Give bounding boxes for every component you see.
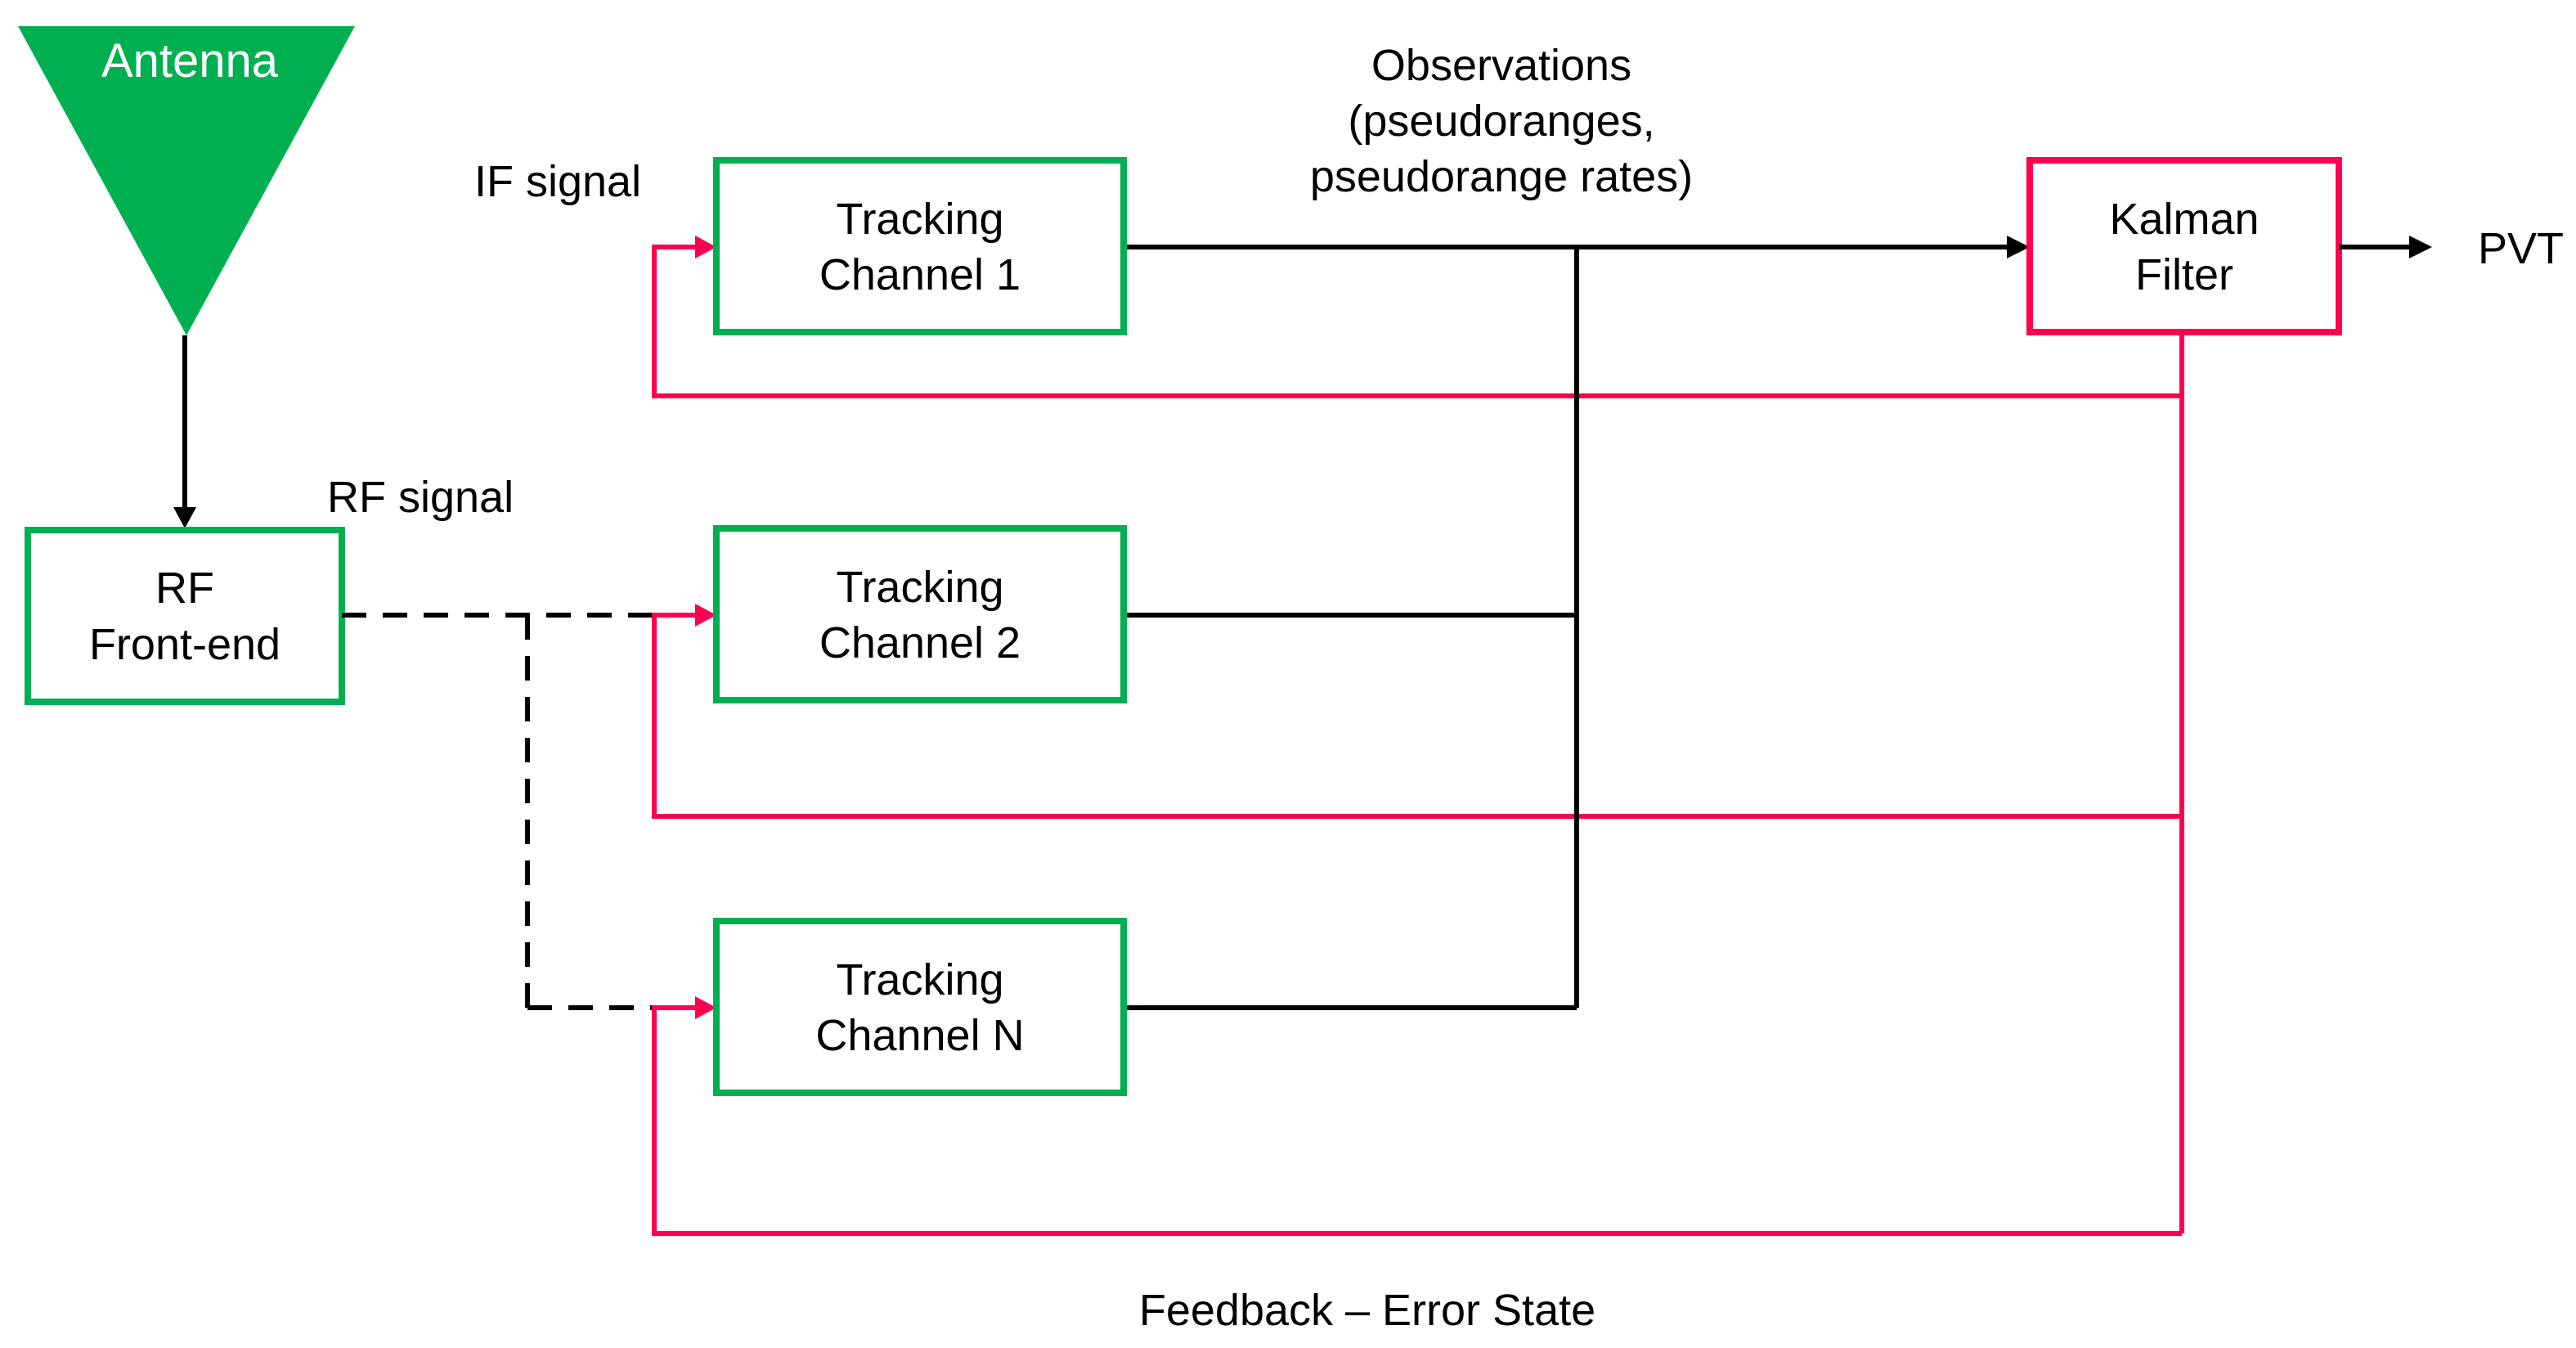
tracking-channel-n-line1: Tracking bbox=[836, 955, 1003, 1004]
if-signal-label: IF signal bbox=[474, 157, 641, 206]
feedback-label: Feedback – Error State bbox=[1139, 1286, 1595, 1335]
tracking-channel-1-line1: Tracking bbox=[836, 195, 1003, 244]
kalman-filter-line2: Filter bbox=[2135, 250, 2233, 299]
observations-arrowhead bbox=[2007, 236, 2030, 258]
kalman-filter-line1: Kalman bbox=[2109, 195, 2259, 244]
antenna-to-rf-arrowhead bbox=[173, 507, 196, 528]
observations-label-line3: pseudorange rates) bbox=[1310, 152, 1693, 201]
feedback-arrowhead-ch2 bbox=[695, 604, 716, 627]
feedback-arrowhead-chn bbox=[695, 996, 716, 1019]
tracking-channel-2-line2: Channel 2 bbox=[819, 618, 1021, 667]
tracking-channel-1-box bbox=[713, 157, 1127, 335]
rf-frontend-box bbox=[25, 527, 345, 705]
kalman-filter-box bbox=[2026, 157, 2342, 335]
rf-frontend-label-line1: RF bbox=[155, 564, 214, 613]
antenna-label: Antenna bbox=[101, 34, 279, 88]
pvt-label: PVT bbox=[2478, 224, 2564, 273]
pvt-output-arrowhead bbox=[2409, 236, 2432, 258]
observations-label-line1: Observations bbox=[1371, 41, 1631, 90]
feedback-arrowhead-ch1 bbox=[695, 236, 716, 258]
tracking-channel-2-line1: Tracking bbox=[836, 563, 1003, 612]
rf-frontend-label-line2: Front-end bbox=[89, 620, 280, 669]
rf-distribution-dashed bbox=[342, 613, 654, 1010]
tracking-channel-n-box bbox=[713, 918, 1127, 1096]
tracking-channel-1-line2: Channel 1 bbox=[819, 250, 1021, 299]
tracking-channel-2-box bbox=[713, 525, 1127, 703]
rf-signal-label: RF signal bbox=[327, 473, 514, 522]
observations-label-line2: (pseudoranges, bbox=[1348, 97, 1654, 146]
observation-lines bbox=[1124, 245, 2008, 1010]
tracking-channel-n-line2: Channel N bbox=[815, 1011, 1024, 1060]
feedback-lines bbox=[652, 245, 2184, 1236]
antenna-triangle bbox=[18, 26, 355, 335]
